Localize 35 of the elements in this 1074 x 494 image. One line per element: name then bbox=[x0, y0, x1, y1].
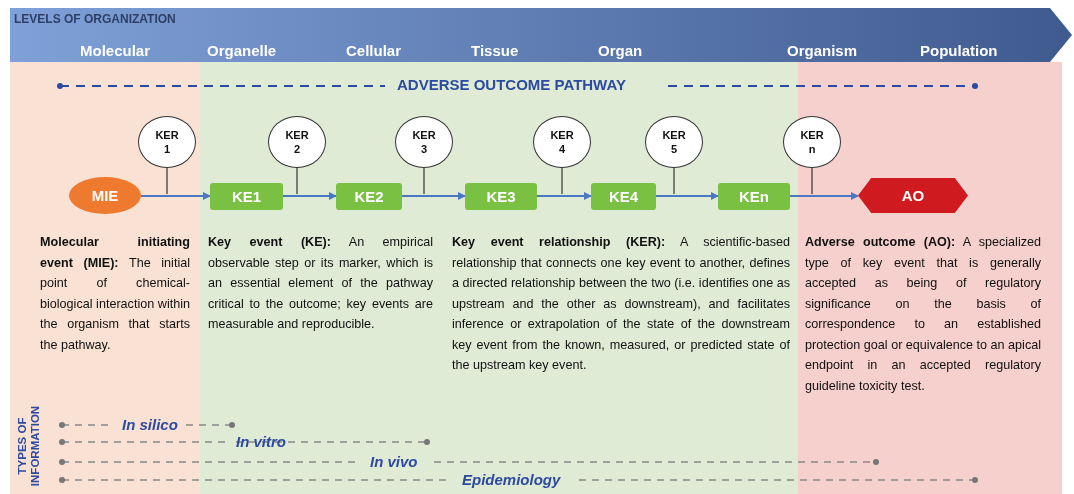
arrow bbox=[536, 192, 592, 200]
heading: LEVELS OF ORGANIZATION bbox=[14, 12, 176, 26]
information-type-label: In vivo bbox=[370, 453, 418, 470]
key-event-box: KE1 bbox=[210, 183, 283, 210]
pathway-title: ADVERSE OUTCOME PATHWAY bbox=[397, 76, 626, 93]
level-label: Organelle bbox=[207, 42, 277, 59]
description-text: Key event (KE): An empirical observable step or its marker, which is an essential element of the pathway critical to the outcome; key events are measurable and reproducible. bbox=[208, 234, 433, 333]
information-type-label: Epidemiology bbox=[462, 471, 561, 488]
information-type-label: In vitro bbox=[236, 433, 286, 450]
key-event-box: KE4 bbox=[591, 183, 656, 210]
leader-line bbox=[423, 167, 425, 195]
arrow bbox=[140, 192, 211, 200]
information-type-label: In silico bbox=[122, 416, 178, 433]
leader-line bbox=[561, 167, 563, 195]
level-label: Tissue bbox=[471, 42, 519, 59]
key-event-box: KEn bbox=[718, 183, 790, 210]
arrow bbox=[282, 192, 337, 200]
level-label: Population bbox=[920, 42, 998, 59]
leader-line bbox=[811, 167, 813, 195]
description-text: Key event relationship (KER): A scientific-based relationship that connects one key event to another, defines a directed relationship between the two (i.e. identifies one as upstream and the other as downstream), and facilitates inference or extrapolation of the state of the downstream key event from the known, measured, or predicted state of the upstream key event. bbox=[452, 234, 790, 374]
description-text: Molecular initiating event (MIE): The initial point of chemical-biological interaction within the organism that starts the pathway. bbox=[40, 234, 190, 354]
level-label: Organism bbox=[787, 42, 858, 59]
vertical-heading: TYPES OF INFORMATION bbox=[16, 404, 42, 489]
leader-line bbox=[166, 167, 168, 195]
arrow bbox=[655, 192, 719, 200]
level-label: Molecular bbox=[80, 42, 151, 59]
leader-line bbox=[673, 167, 675, 195]
description-text: Adverse outcome (AO): A specialized type of key event that is generally accepted as being of regulatory significance on the basis of correspondence to an established protection goal or equivalence to an apical endpoint in an accepted regulatory guideline toxicity test. bbox=[805, 234, 1041, 395]
key-event-box: KE3 bbox=[465, 183, 537, 210]
key-event-box: KE2 bbox=[336, 183, 402, 210]
arrow bbox=[789, 192, 859, 200]
leader-line bbox=[296, 167, 298, 195]
level-label: Cellular bbox=[346, 42, 402, 59]
arrow bbox=[401, 192, 466, 200]
level-label: Organ bbox=[598, 42, 643, 59]
